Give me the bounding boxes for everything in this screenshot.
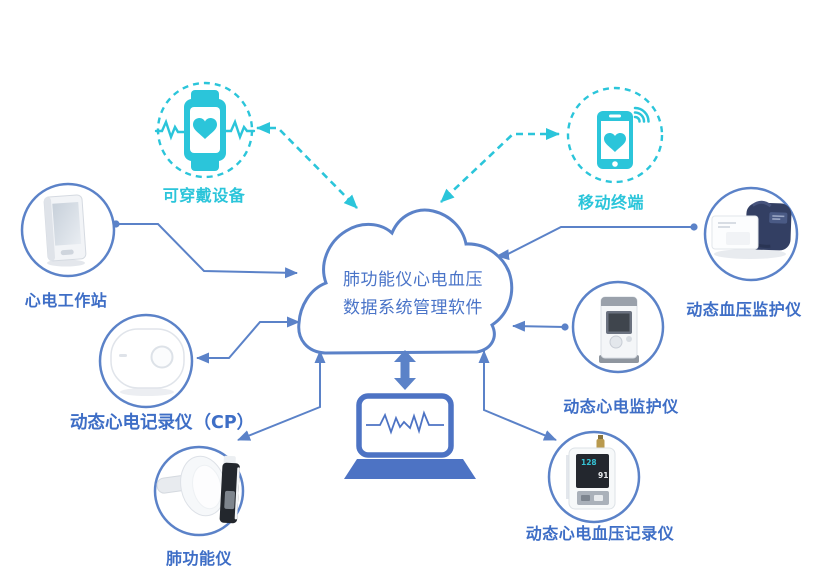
connector-ecg-bp-recorder-cloud — [478, 350, 557, 441]
cloud-shape — [297, 208, 514, 355]
wifi-waves-icon — [633, 106, 650, 123]
spirometer-image — [156, 455, 240, 524]
ecg-workstation-image — [43, 194, 87, 267]
holter-recorder-image — [110, 328, 185, 396]
connector-holter-recorder-cloud — [196, 316, 300, 364]
connector-lines — [112, 122, 698, 441]
cloud-title: 肺功能仪心电血压 数据系统管理软件 — [343, 267, 483, 322]
mobile-label: 移动终端 — [577, 193, 645, 212]
ecg-bp-recorder-image: 128 91 — [566, 435, 616, 510]
recorder-screen-sys-value: 128 — [581, 458, 597, 467]
holter-recorder-label-main: 动态心电记录仪 — [69, 412, 194, 436]
bp-monitor-image — [711, 200, 792, 259]
cloud-laptop-sync-arrow — [394, 350, 416, 390]
ecg-workstation-label: 心电工作站 — [24, 291, 108, 310]
connector-wearable-cloud-dashed — [256, 122, 358, 209]
ecg-bp-recorder-label: 动态心电血压记录仪 — [525, 524, 675, 543]
wearable-label: 可穿戴设备 — [162, 186, 246, 205]
recorder-screen-dia-value: 91 — [598, 471, 608, 480]
ecg-monitor-image — [599, 296, 639, 363]
spirometer-label: 肺功能仪 — [165, 549, 233, 567]
connector-ecg-workstation-to-cloud — [112, 220, 298, 279]
laptop-icon — [344, 393, 476, 479]
connector-ecg-monitor-to-cloud — [512, 320, 569, 332]
smartwatch-icon — [154, 90, 256, 171]
cloud-title-line2: 数据系统管理软件 — [343, 297, 483, 318]
mobile-phone-icon — [597, 106, 650, 169]
connector-bp-monitor-to-cloud — [496, 223, 698, 261]
holter-recorder-label: 动态心电记录仪（CP） — [69, 409, 255, 436]
cloud-title-line1: 肺功能仪心电血压 — [343, 270, 483, 290]
bp-monitor-label: 动态血压监护仪 — [686, 300, 802, 319]
ecg-monitor-label: 动态心电监护仪 — [563, 397, 679, 416]
holter-recorder-label-suffix: （CP） — [193, 413, 255, 433]
connector-spirometer-cloud — [237, 350, 326, 441]
connector-mobile-cloud-dashed — [440, 128, 560, 203]
